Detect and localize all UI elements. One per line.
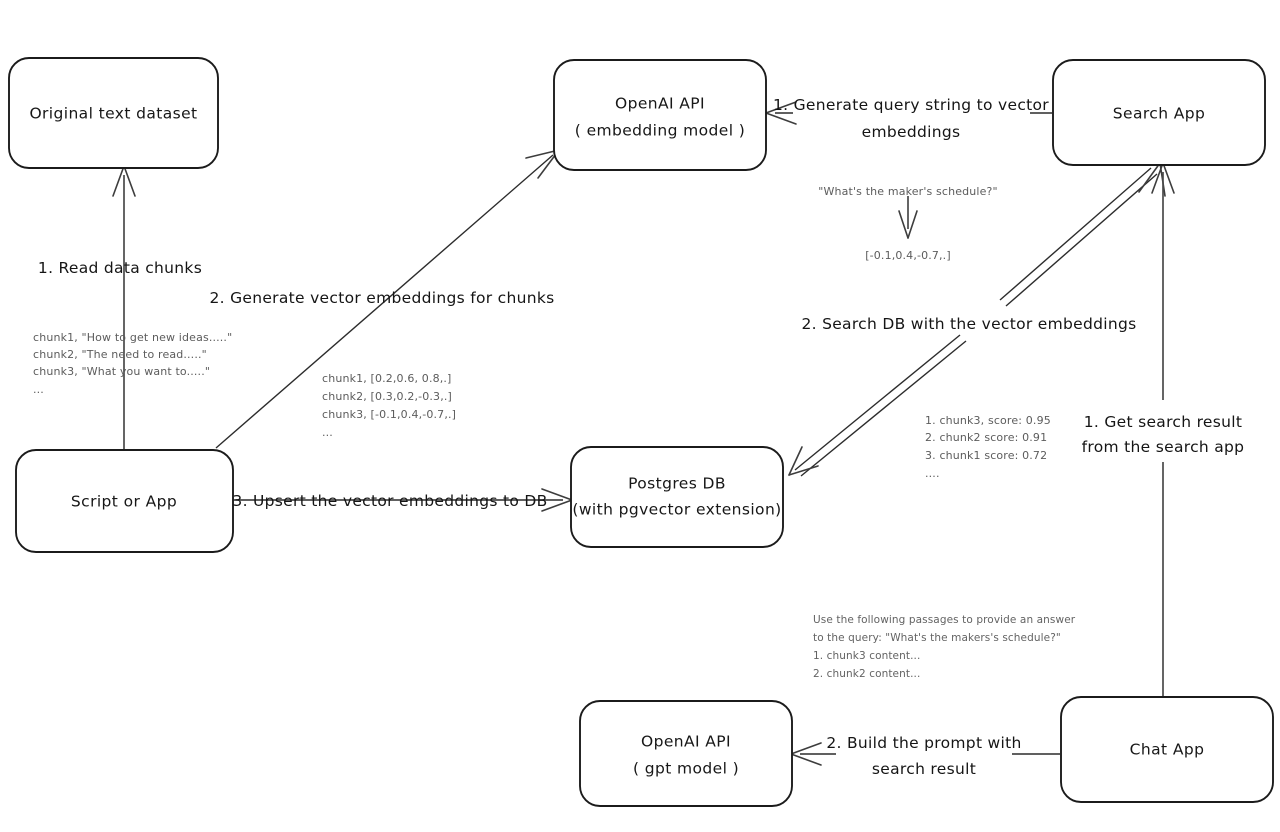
node-script-or-app[interactable]: Script or App <box>15 449 234 553</box>
script-or-app-box[interactable] <box>15 449 234 553</box>
prompt-example-line-1: Use the following passages to provide an… <box>813 614 1076 626</box>
search-results-line-4: .... <box>925 467 940 480</box>
source-chunks-line-3: chunk3, "What you want to....." <box>33 365 210 378</box>
chat-app-label: Chat App <box>1130 741 1205 759</box>
openai-embedding-box[interactable] <box>553 59 767 171</box>
source-chunks-line-4: ... <box>33 383 44 396</box>
edge-label-generate-query-embeddings-line1: 1. Generate query string to vector <box>773 96 1049 114</box>
source-chunks-line-2: chunk2, "The need to read....." <box>33 348 207 361</box>
script-or-app-label: Script or App <box>71 493 177 511</box>
chat-app-box[interactable] <box>1060 696 1274 803</box>
search-app-box[interactable] <box>1052 59 1266 166</box>
edge-generate-query-embeddings <box>765 101 1052 125</box>
chunk-embeddings-line-2: chunk2, [0.3,0.2,-0.3,.] <box>322 390 452 403</box>
edge-build-prompt <box>790 742 1060 766</box>
prompt-example-line-2: to the query: "What's the makers's sched… <box>813 632 1061 644</box>
original-text-dataset-label: Original text dataset <box>29 105 197 123</box>
edge-label-build-prompt-line2: search result <box>872 760 976 778</box>
search-results-note: 1. chunk3, score: 0.95 2. chunk2 score: … <box>925 414 1051 480</box>
edge-label-upsert-to-db: 3. Upsert the vector embeddings to DB <box>232 492 547 510</box>
openai-gpt-sublabel: ( gpt model ) <box>633 760 739 778</box>
chunk-embeddings-line-4: ... <box>322 426 333 439</box>
search-results-line-1: 1. chunk3, score: 0.95 <box>925 414 1051 427</box>
query-example-arrow <box>898 196 918 239</box>
chunk-embeddings-line-3: chunk3, [-0.1,0.4,-0.7,.] <box>322 408 456 421</box>
search-results-line-2: 2. chunk2 score: 0.91 <box>925 431 1047 444</box>
edge-label-search-db: 2. Search DB with the vector embeddings <box>801 315 1136 333</box>
chunk-embeddings-line-1: chunk1, [0.2,0.6, 0.8,.] <box>322 372 451 385</box>
edge-label-get-search-result-line1: 1. Get search result <box>1084 413 1243 431</box>
source-chunks-note: chunk1, "How to get new ideas....." chun… <box>33 331 232 396</box>
postgres-db-box[interactable] <box>570 446 784 548</box>
chunk-embeddings-note: chunk1, [0.2,0.6, 0.8,.] chunk2, [0.3,0.… <box>322 372 456 439</box>
original-text-dataset-box[interactable] <box>8 57 219 169</box>
node-postgres-db[interactable]: Postgres DB (with pgvector extension) <box>570 446 784 548</box>
postgres-db-sublabel: (with pgvector extension) <box>572 501 781 519</box>
node-openai-gpt[interactable]: OpenAI API ( gpt model ) <box>579 700 793 807</box>
prompt-example-note: Use the following passages to provide an… <box>813 614 1076 680</box>
openai-embedding-sublabel: ( embedding model ) <box>575 122 745 140</box>
node-openai-embedding[interactable]: OpenAI API ( embedding model ) <box>553 59 767 171</box>
edge-read-data-chunks <box>112 165 136 452</box>
search-results-line-3: 3. chunk1 score: 0.72 <box>925 449 1047 462</box>
node-search-app[interactable]: Search App <box>1052 59 1266 166</box>
query-example-vector: [-0.1,0.4,-0.7,.] <box>865 249 951 262</box>
node-chat-app[interactable]: Chat App <box>1060 696 1274 803</box>
openai-embedding-label: OpenAI API <box>615 95 705 113</box>
search-app-label: Search App <box>1113 105 1205 123</box>
node-original-text-dataset[interactable]: Original text dataset <box>8 57 219 169</box>
edge-label-build-prompt-line1: 2. Build the prompt with <box>826 734 1021 752</box>
source-chunks-line-1: chunk1, "How to get new ideas....." <box>33 331 232 344</box>
edge-label-generate-vector-embeddings: 2. Generate vector embeddings for chunks <box>209 289 554 307</box>
edge-label-get-search-result-line2: from the search app <box>1082 438 1245 456</box>
prompt-example-line-3: 1. chunk3 content... <box>813 650 920 662</box>
edge-label-read-data-chunks: 1. Read data chunks <box>38 259 202 277</box>
query-example-query: "What's the maker's schedule?" <box>818 185 997 198</box>
openai-gpt-label: OpenAI API <box>641 733 731 751</box>
prompt-example-line-4: 2. chunk2 content... <box>813 668 920 680</box>
postgres-db-label: Postgres DB <box>628 475 726 493</box>
edge-upsert-to-db <box>233 488 573 512</box>
query-example-note: "What's the maker's schedule?" [-0.1,0.4… <box>818 185 997 262</box>
edge-label-generate-query-embeddings-line2: embeddings <box>862 123 961 141</box>
edge-get-search-result <box>1151 162 1175 700</box>
openai-gpt-box[interactable] <box>579 700 793 807</box>
